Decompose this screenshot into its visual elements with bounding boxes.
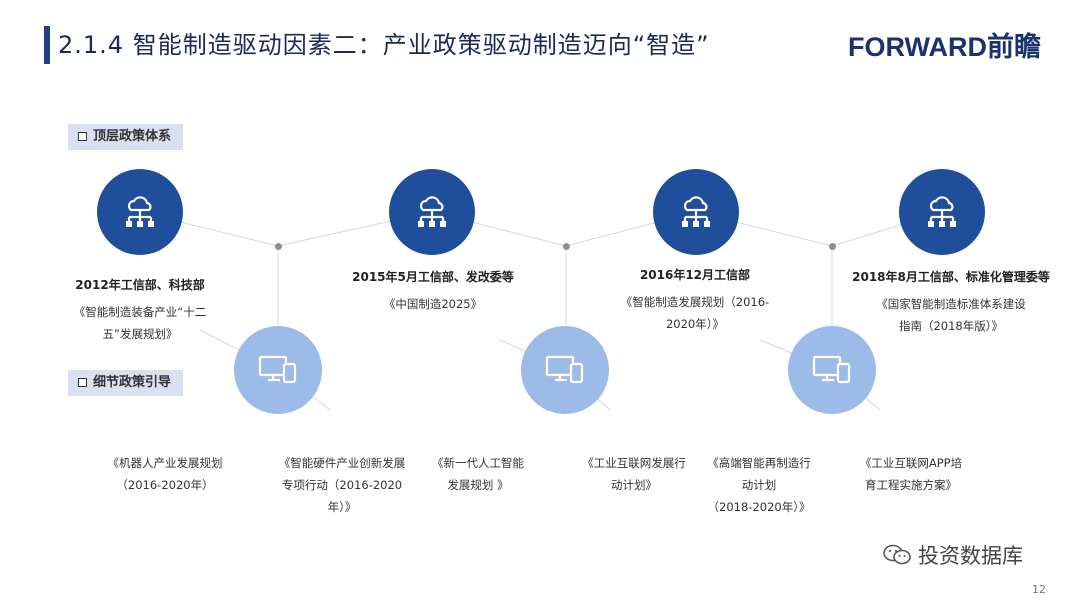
top-policy-3: 2016年12月工信部 《智能制造发展规划（2016- 2020年）》: [600, 266, 790, 335]
section-label-top: 顶层政策体系: [68, 124, 184, 150]
policy-doc-line: 《高端智能再制造行: [707, 456, 811, 470]
checkbox-square-icon: [78, 132, 87, 141]
policy-doc-line: 育工程实施方案》: [865, 478, 957, 492]
detail-policy-node-1: [234, 326, 322, 414]
detail-policy-2: 《智能硬件产业创新发展 专项行动（2016-2020 年）》: [262, 452, 422, 518]
policy-doc-line: （2018-2020年）》: [707, 500, 811, 514]
devices-icon: [258, 355, 297, 384]
cloud-network-icon: [928, 196, 956, 227]
policy-doc-line: 《中国制造2025》: [383, 297, 483, 311]
timeline-dot: [829, 243, 836, 250]
wechat-account-name: 投资数据库: [918, 544, 1023, 568]
top-policy-2: 2015年5月工信部、发改委等 《中国制造2025》: [328, 268, 538, 315]
page-number: 12: [1032, 583, 1046, 596]
policy-doc-line: （2016-2020年）: [116, 478, 214, 492]
policy-doc-line: 专项行动（2016-2020: [281, 478, 403, 492]
policy-doc-line: 《智能硬件产业创新发展: [278, 456, 406, 470]
wechat-icon: [883, 544, 911, 565]
top-policy-1: 2012年工信部、科技部 《智能制造装备产业“十二 五”发展规划》: [40, 276, 240, 345]
section-label-top-text: 顶层政策体系: [93, 129, 172, 144]
checkbox-square-icon: [78, 378, 87, 387]
forward-logo: FORWARD前瞻: [848, 32, 1041, 62]
cloud-network-icon: [418, 196, 446, 227]
timeline-dot: [275, 243, 282, 250]
top-policy-node-4: [899, 169, 985, 255]
top-policy-node-2: [389, 169, 475, 255]
detail-policy-node-3: [788, 326, 876, 414]
top-policy-node-1: [97, 169, 183, 255]
policy-doc-line: 动计划》: [611, 478, 657, 492]
policy-issuer: 2016年12月工信部: [639, 268, 751, 282]
cloud-network-icon: [682, 196, 710, 227]
policy-doc-line: 五”发展规划》: [102, 327, 178, 341]
top-policy-node-3: [653, 169, 739, 255]
policy-issuer: 2015年5月工信部、发改委等: [352, 270, 514, 284]
devices-icon: [812, 355, 851, 384]
policy-issuer: 2012年工信部、科技部: [75, 278, 205, 292]
top-policy-4: 2018年8月工信部、标准化管理委等 《国家智能制造标准体系建设 指南（2018…: [846, 268, 1056, 337]
detail-policy-4: 《工业互联网发展行 动计划》: [574, 452, 694, 496]
policy-doc-line: 《国家智能制造标准体系建设: [876, 297, 1026, 311]
policy-doc-line: 动计划: [741, 478, 777, 492]
policy-doc-line: 《工业互联网发展行: [582, 456, 686, 470]
policy-doc-line: 年）》: [327, 500, 357, 514]
section-label-detail-text: 细节政策引导: [93, 375, 172, 390]
policy-doc-line: 2020年）》: [665, 317, 725, 331]
detail-policy-5: 《高端智能再制造行 动计划 （2018-2020年）》: [694, 452, 824, 518]
policy-doc-line: 指南（2018年版）》: [898, 319, 1004, 333]
wechat-source-watermark: 投资数据库: [882, 540, 1023, 570]
policy-doc-line: 发展规划 》: [447, 478, 509, 492]
policy-doc-line: 《智能制造发展规划（2016-: [620, 295, 770, 309]
title-accent-bar: [44, 26, 50, 64]
timeline-dot: [563, 243, 570, 250]
policy-doc-line: 《新一代人工智能: [432, 456, 524, 470]
policy-doc-line: 《工业互联网APP培: [859, 456, 963, 470]
cloud-network-icon: [126, 196, 154, 227]
page-title: 2.1.4 智能制造驱动因素二：产业政策驱动制造迈向“智造”: [58, 31, 710, 59]
section-label-detail: 细节政策引导: [68, 370, 184, 396]
policy-doc-line: 《机器人产业发展规划: [107, 456, 223, 470]
policy-issuer: 2018年8月工信部、标准化管理委等: [852, 270, 1050, 284]
detail-policy-3: 《新一代人工智能 发展规划 》: [418, 452, 538, 496]
devices-icon: [545, 355, 584, 384]
detail-policy-1: 《机器人产业发展规划 （2016-2020年）: [80, 452, 250, 496]
policy-doc-line: 《智能制造装备产业“十二: [73, 305, 207, 319]
detail-policy-6: 《工业互联网APP培 育工程实施方案》: [846, 452, 976, 496]
detail-policy-node-2: [521, 326, 609, 414]
